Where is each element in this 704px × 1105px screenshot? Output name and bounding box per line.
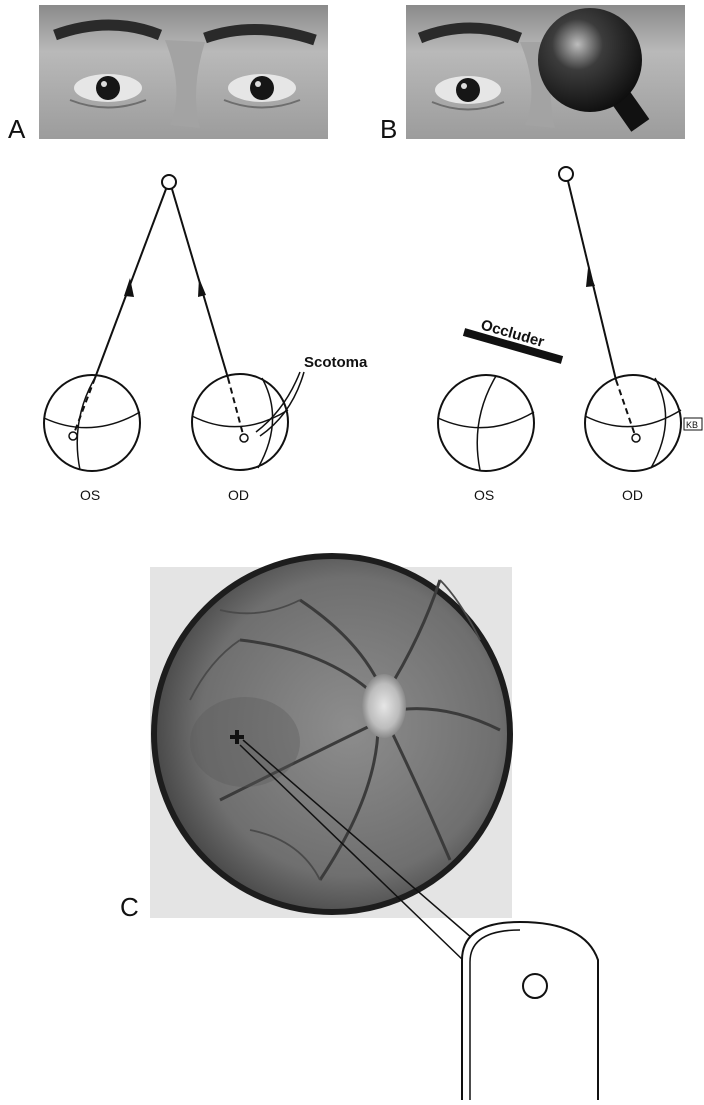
fixation-target-b [559,167,573,181]
panel-c: C [120,556,598,1100]
eye-label-od-b: OD [622,487,643,503]
eye-label-od-a: OD [228,487,249,503]
photo-b-occluded [406,5,685,139]
panel-b-letter: B [380,114,397,144]
photo-a-eyes-open [39,5,328,139]
eye-label-os-a: OS [80,487,100,503]
ophthalmoscope [462,922,598,1100]
occluder-paddle [538,8,642,112]
scotoma-leader-line [256,372,300,432]
eyeball-od-a [192,374,288,470]
eyeball-od-b [585,375,681,471]
svg-text:KB: KB [686,420,698,430]
artist-mark: KB [684,418,702,430]
panel-a-letter: A [8,114,26,144]
scotoma-label: Scotoma [304,354,368,371]
panel-a: A OS OD Scotoma [8,5,368,503]
eye-label-os-b: OS [474,487,494,503]
direction-arrow-od-a [198,278,206,297]
panel-b: B Occluder OS OD KB [380,5,702,503]
fundus-photo [154,556,510,912]
eyeball-os-b [438,375,534,471]
eyeball-os-a [44,375,140,471]
fixation-target-a [162,175,176,189]
ophthalmoscope-aperture [523,974,547,998]
panel-c-letter: C [120,892,139,922]
